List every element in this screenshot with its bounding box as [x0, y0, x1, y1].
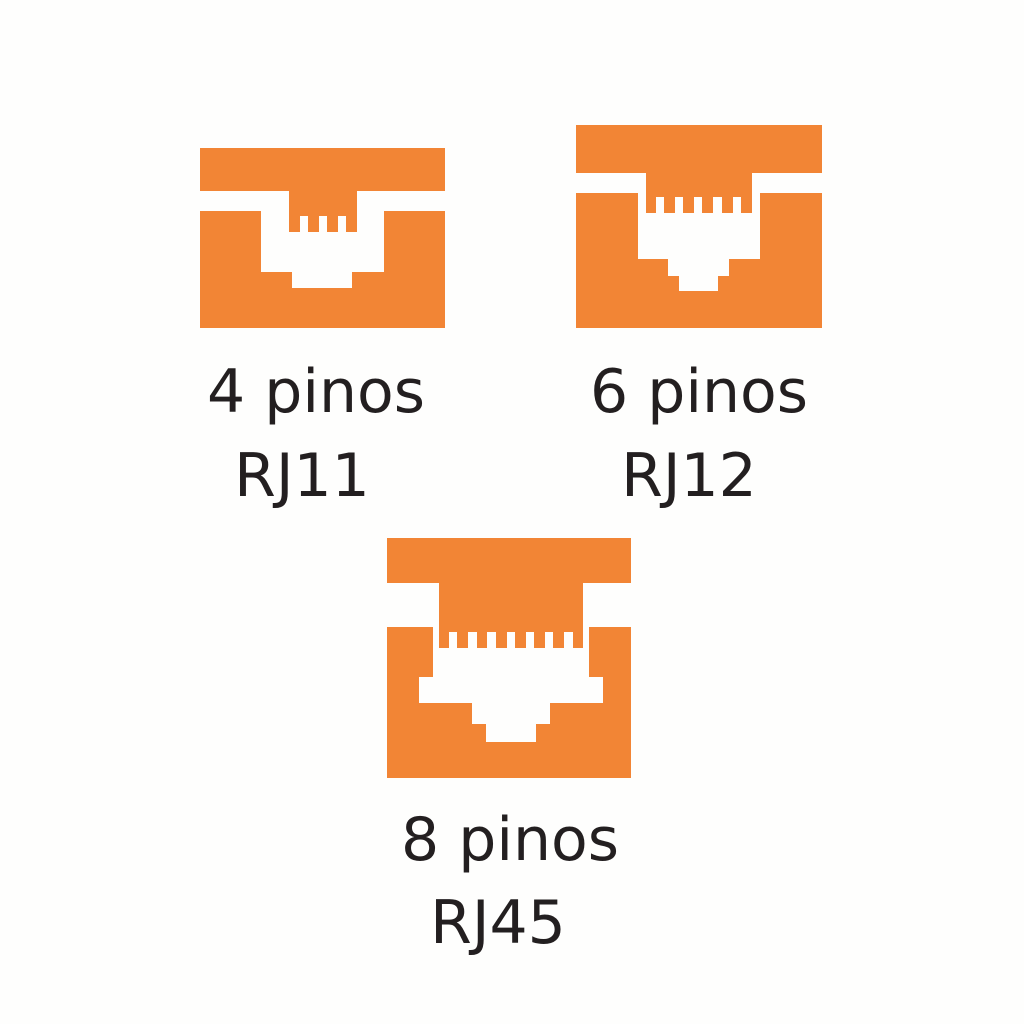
rj12-type-label: RJ12: [621, 441, 757, 511]
rj12-pins-label: 6 pinos: [590, 357, 808, 427]
rj45-jack-icon: [387, 538, 631, 778]
rj45-pins-label: 8 pinos: [401, 805, 619, 875]
rj11-jack-icon: [200, 148, 445, 328]
rj11-pins-label: 4 pinos: [207, 357, 425, 427]
rj45-type-label: RJ45: [430, 888, 566, 958]
rj11-type-label: RJ11: [234, 441, 370, 511]
rj12-jack-icon: [576, 125, 822, 328]
